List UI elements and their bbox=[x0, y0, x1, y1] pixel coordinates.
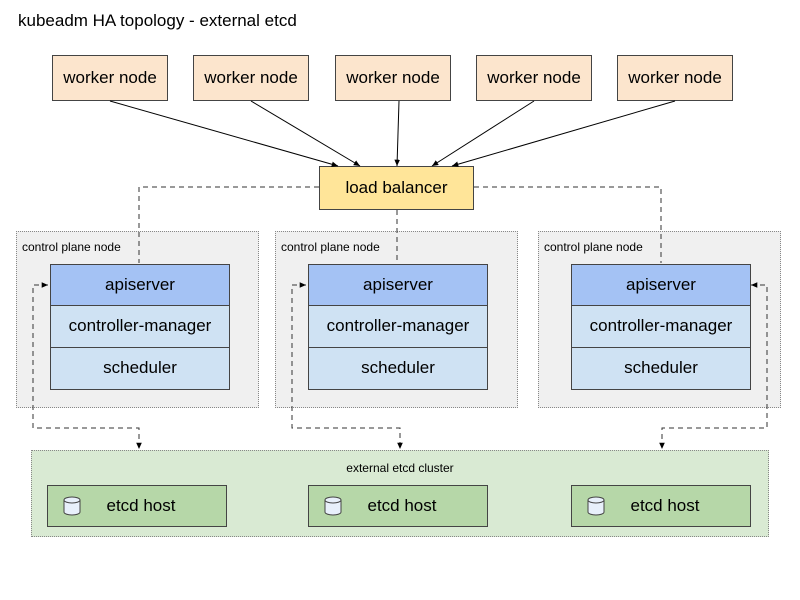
worker-node-2: worker node bbox=[193, 55, 309, 101]
lb-to-apiserver-line bbox=[138, 186, 319, 263]
lb-to-apiserver-line bbox=[474, 186, 662, 263]
etcd-link-line bbox=[32, 282, 142, 449]
etcd-link-line bbox=[291, 282, 403, 449]
control-plane-node-label: control plane node bbox=[544, 240, 643, 254]
worker-node-5: worker node bbox=[617, 55, 733, 101]
etcd-host-label: etcd host bbox=[106, 496, 176, 515]
etcd-host-label: etcd host bbox=[367, 496, 437, 515]
etcd-host-label: etcd host bbox=[630, 496, 700, 515]
database-icon bbox=[63, 496, 81, 516]
worker-to-lb-arrow bbox=[250, 100, 361, 167]
etcd-cluster-label: external etcd cluster bbox=[346, 461, 454, 475]
worker-to-lb-arrow bbox=[431, 100, 535, 167]
load-balancer: load balancer bbox=[319, 166, 474, 210]
etcd-host-2: etcd host bbox=[308, 485, 488, 527]
diagram-title: kubeadm HA topology - external etcd bbox=[18, 11, 297, 30]
worker-to-lb-arrow bbox=[451, 100, 676, 167]
control-plane-node-label: control plane node bbox=[22, 240, 121, 254]
control-plane-node-label: control plane node bbox=[281, 240, 380, 254]
database-icon bbox=[587, 496, 605, 516]
etcd-cluster: external etcd cluster etcd host etcd hos… bbox=[31, 450, 769, 537]
worker-node-1: worker node bbox=[52, 55, 168, 101]
worker-node-3: worker node bbox=[335, 55, 451, 101]
worker-to-lb-arrow bbox=[394, 100, 400, 167]
etcd-host-3: etcd host bbox=[571, 485, 751, 527]
etcd-link-line bbox=[659, 282, 768, 449]
database-icon bbox=[324, 496, 342, 516]
etcd-host-1: etcd host bbox=[47, 485, 227, 527]
worker-to-lb-arrow bbox=[109, 100, 339, 167]
worker-node-4: worker node bbox=[476, 55, 592, 101]
